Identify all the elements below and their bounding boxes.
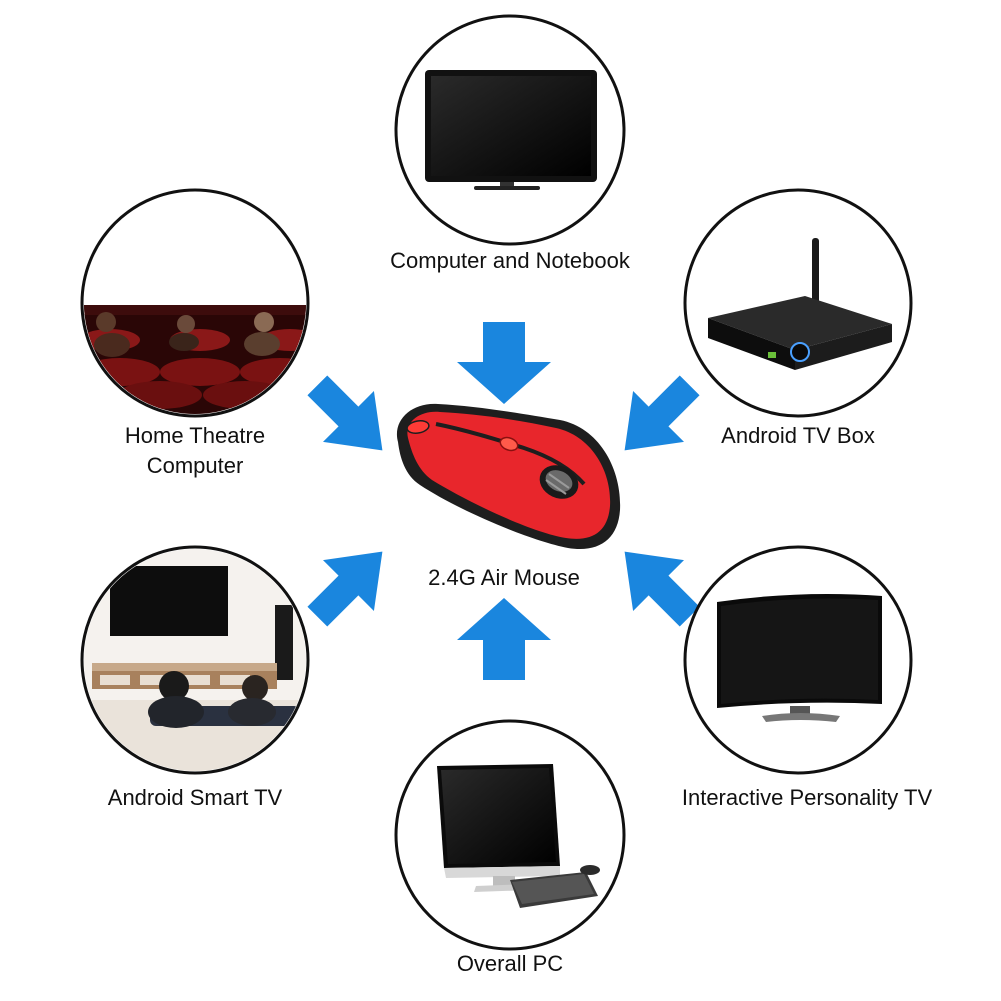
label-android-smart-tv: Android Smart TV [107,785,283,810]
desktop-pc-icon [437,764,600,908]
label-home-theatre-line2: Computer [146,453,244,478]
arrows-group [307,322,700,680]
label-computer-and-notebook: Computer and Notebook [390,248,630,273]
arrow-down-right-icon [307,375,383,451]
curved-tv-icon [717,594,882,722]
arrow-down-left-icon [624,375,700,451]
label-android-tv-box: Android TV Box [721,423,875,448]
overall-pc-circle [394,719,626,951]
label-home-theatre-line1: Home Theatre [124,423,266,448]
label-center-air-mouse: 2.4G Air Mouse [428,565,580,590]
monitor-icon [425,70,597,190]
arrow-up-icon [457,598,551,680]
air-mouse-icon [396,403,621,550]
label-overall-pc: Overall PC [456,951,564,976]
computer-monitor-circle [394,14,626,246]
interactive-tv-circle [683,545,913,775]
arrow-up-left-icon [624,551,700,627]
label-interactive-personality-tv: Interactive Personality TV [681,785,933,810]
android-smart-tv-circle [80,545,310,775]
arrow-up-right-icon [307,551,383,627]
android-tv-box-circle [683,188,913,418]
arrow-down-icon [457,322,551,404]
tv-box-icon [708,238,892,370]
home-theatre-circle [80,188,310,418]
